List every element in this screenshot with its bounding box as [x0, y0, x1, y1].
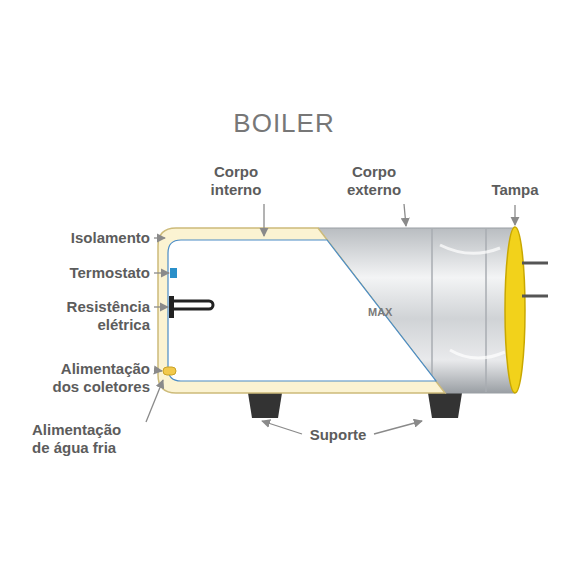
insulation [158, 228, 445, 393]
part-label: Corpo externo [334, 163, 414, 199]
collector-inlet [163, 367, 176, 375]
thermostat [170, 268, 177, 278]
leader-line [374, 421, 422, 434]
steel-reflection [440, 245, 505, 358]
part-label: Termostato [40, 264, 150, 282]
leader-line [404, 204, 406, 226]
body-seam [431, 229, 433, 375]
heater-flange [169, 296, 174, 318]
part-label: Alimentação de água fria [32, 421, 140, 457]
diagram-title: BOILER [0, 108, 568, 139]
inner-body [168, 240, 436, 381]
leader-line [514, 205, 515, 225]
part-label: Resistência elétrica [30, 298, 150, 334]
part-label: Tampa [486, 181, 544, 199]
part-label: Isolamento [40, 229, 150, 247]
heater-rod [174, 301, 213, 309]
pipe-stub [522, 295, 548, 298]
leader-line [154, 272, 169, 273]
end-cap [505, 227, 525, 393]
leader-line [263, 204, 264, 236]
pipe-stub [522, 262, 548, 265]
leader-line [154, 370, 162, 371]
leader-line [154, 306, 168, 307]
leader-line [154, 237, 165, 238]
part-label: Suporte [302, 426, 374, 444]
part-label: Alimentação dos coletores [30, 360, 150, 396]
leader-line [262, 421, 302, 434]
support-foot [428, 393, 462, 418]
support-foot [248, 393, 282, 418]
part-label: Corpo interno [198, 163, 274, 199]
brand-mark: MAX [368, 306, 408, 319]
